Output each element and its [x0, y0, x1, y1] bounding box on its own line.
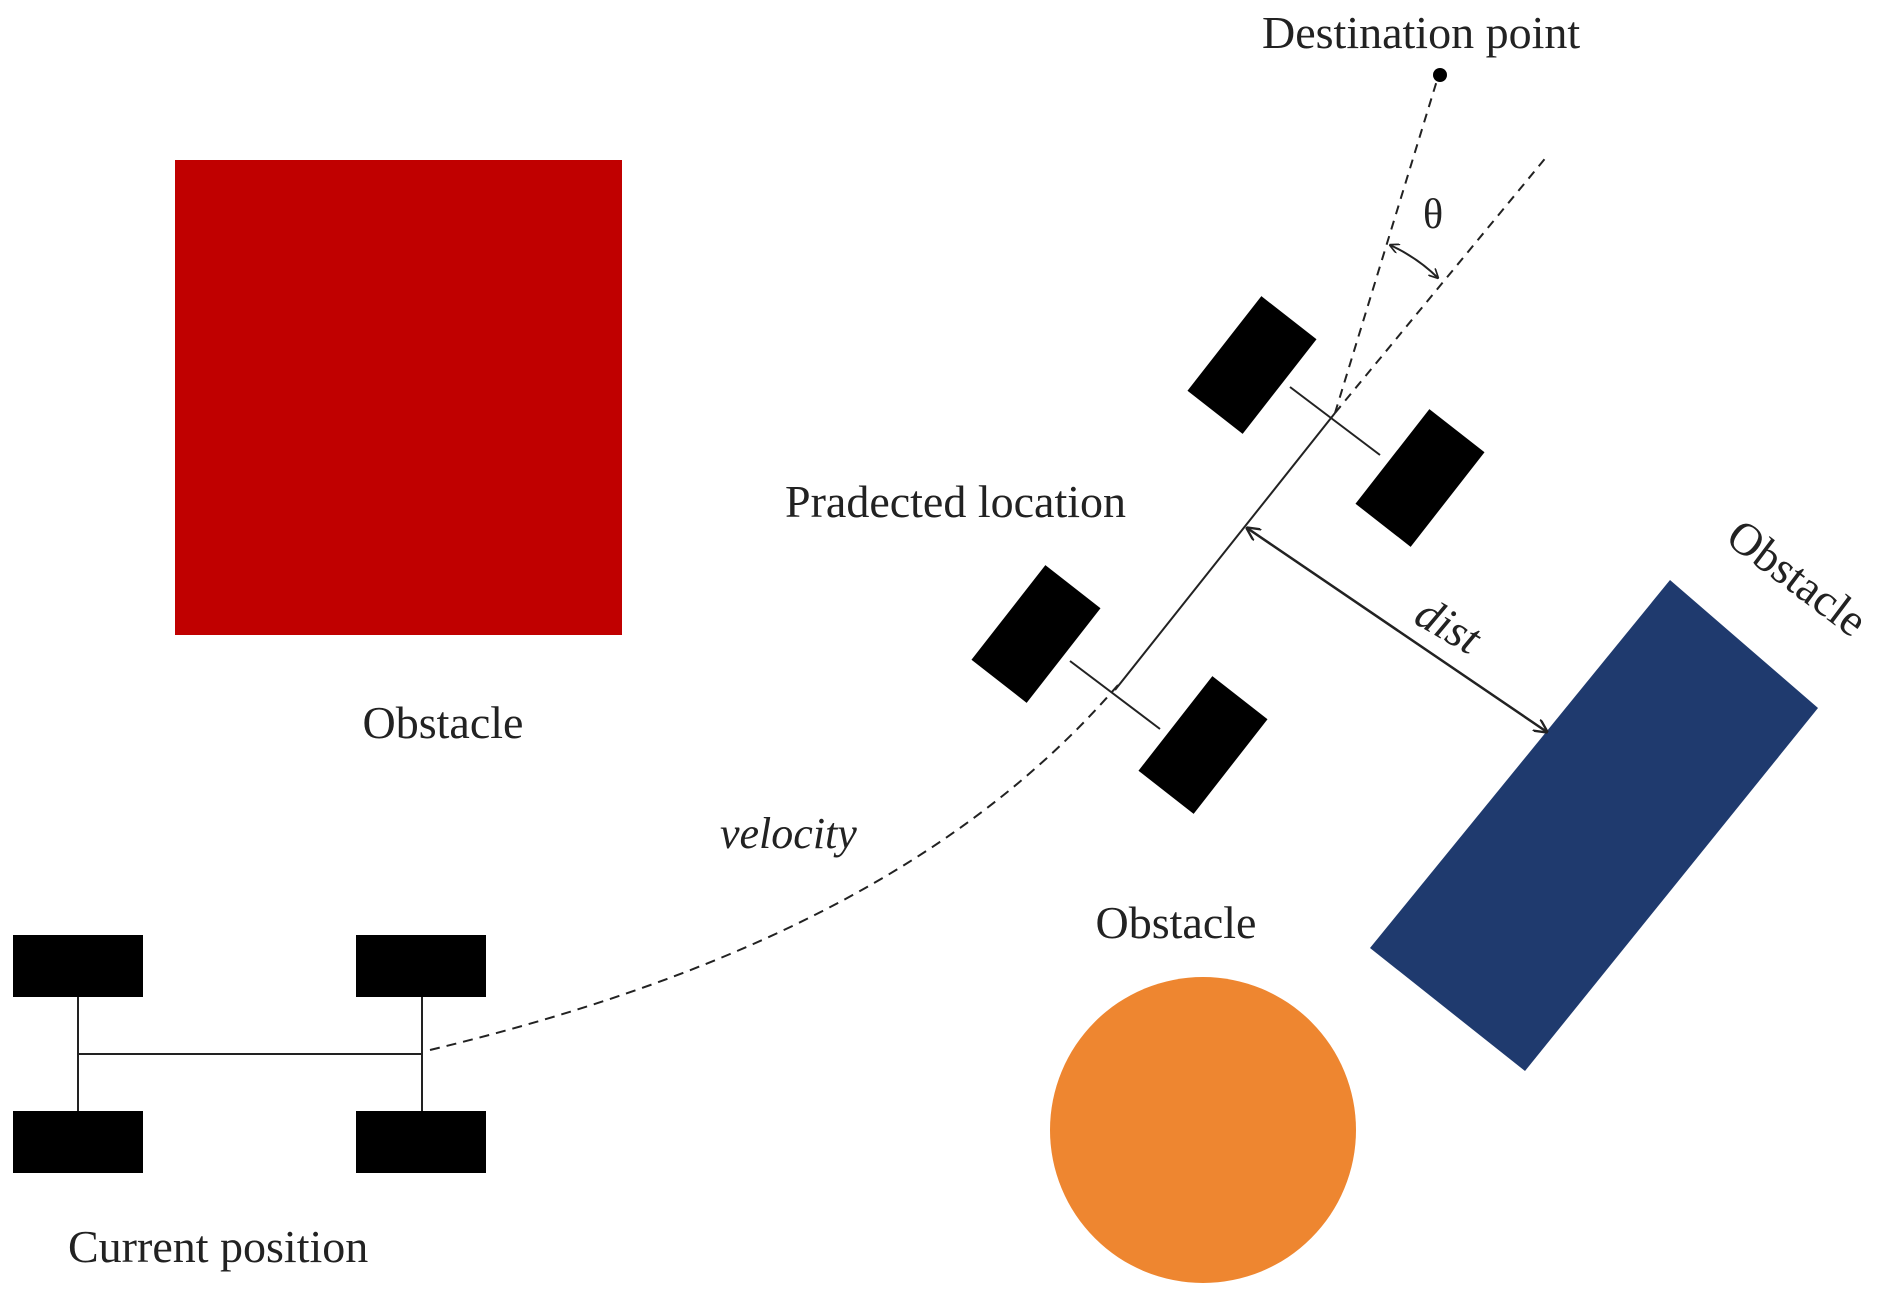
wheel [356, 1111, 486, 1173]
vehicle-predicted [971, 296, 1485, 814]
wheel [1138, 676, 1268, 814]
dist-arrow [1247, 528, 1547, 732]
heading-dashed-line [1334, 154, 1549, 414]
wheel [1187, 296, 1317, 434]
velocity-label: velocity [720, 809, 857, 858]
wheel [1355, 409, 1485, 547]
destination-dashed-line [1334, 76, 1439, 414]
theta-angle-arc [1390, 245, 1438, 278]
vehicle-current [13, 935, 486, 1173]
destination-point [1433, 68, 1447, 82]
wheel [971, 565, 1101, 703]
dist-label: dist [1407, 586, 1491, 664]
wheel [13, 1111, 143, 1173]
destination-label: Destination point [1262, 7, 1580, 58]
predicted-location-label: Pradected location [785, 476, 1126, 527]
wheel [356, 935, 486, 997]
obstacle-blue-rectangle [1370, 580, 1818, 1071]
velocity-trajectory [429, 684, 1119, 1051]
obstacle-red-square [175, 160, 622, 635]
obstacle-orange-circle [1050, 977, 1356, 1283]
obstacle-blue-label: Obstacle [1718, 509, 1877, 647]
current-position-label: Current position [68, 1221, 368, 1272]
wheel [13, 935, 143, 997]
obstacle-orange-label: Obstacle [1096, 897, 1257, 948]
theta-label: θ [1423, 192, 1443, 238]
obstacle-red-label: Obstacle [363, 697, 524, 748]
